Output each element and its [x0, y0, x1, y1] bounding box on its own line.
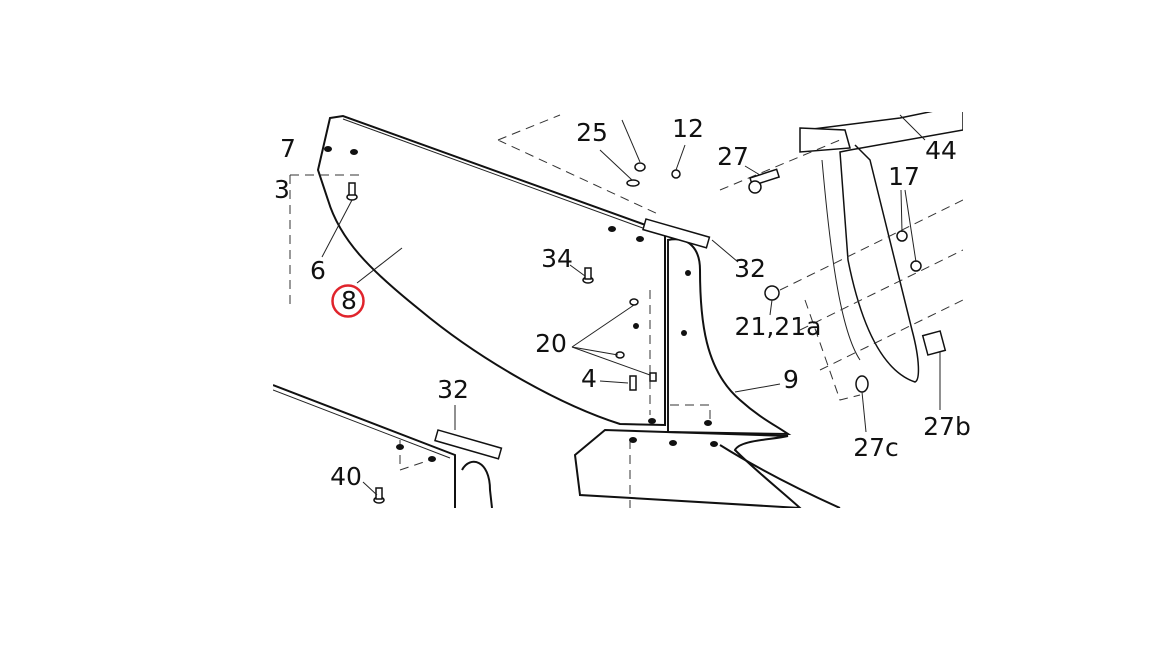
- shin-part-9[interactable]: [667, 238, 792, 436]
- label-part-44[interactable]: 44: [925, 136, 957, 165]
- label-part-40[interactable]: 40: [330, 462, 362, 491]
- label-part-27b[interactable]: 27b: [923, 412, 971, 441]
- lower-panel: [273, 384, 456, 508]
- label-part-17[interactable]: 17: [888, 162, 920, 191]
- frame-leg[interactable]: [804, 105, 963, 383]
- leader-lines: [321, 114, 941, 496]
- label-part-27[interactable]: 27: [717, 142, 749, 171]
- label-part-8[interactable]: 8: [341, 286, 357, 315]
- strap-32-left[interactable]: [434, 429, 503, 460]
- label-part-12[interactable]: 12: [672, 114, 704, 143]
- label-part-20[interactable]: 20: [535, 329, 567, 358]
- strap-32-right[interactable]: [642, 218, 711, 249]
- share-part[interactable]: [573, 428, 802, 508]
- label-part-32-lower[interactable]: 32: [437, 375, 469, 404]
- label-part-9[interactable]: 9: [783, 365, 799, 394]
- bolts: [346, 162, 947, 504]
- label-part-32[interactable]: 32: [734, 254, 766, 283]
- label-part-3[interactable]: 3: [274, 175, 290, 204]
- label-part-6[interactable]: 6: [310, 256, 326, 285]
- moldboard-part-8[interactable]: [316, 114, 666, 427]
- label-part-25[interactable]: 25: [576, 118, 608, 147]
- highlight-circle: [331, 284, 365, 318]
- label-part-34[interactable]: 34: [541, 244, 573, 273]
- label-part-21[interactable]: 21,21a: [735, 312, 822, 341]
- label-part-27c[interactable]: 27c: [853, 433, 899, 462]
- label-part-7[interactable]: 7: [280, 134, 296, 163]
- label-part-4[interactable]: 4: [581, 364, 597, 393]
- fastener-holes: [324, 146, 718, 462]
